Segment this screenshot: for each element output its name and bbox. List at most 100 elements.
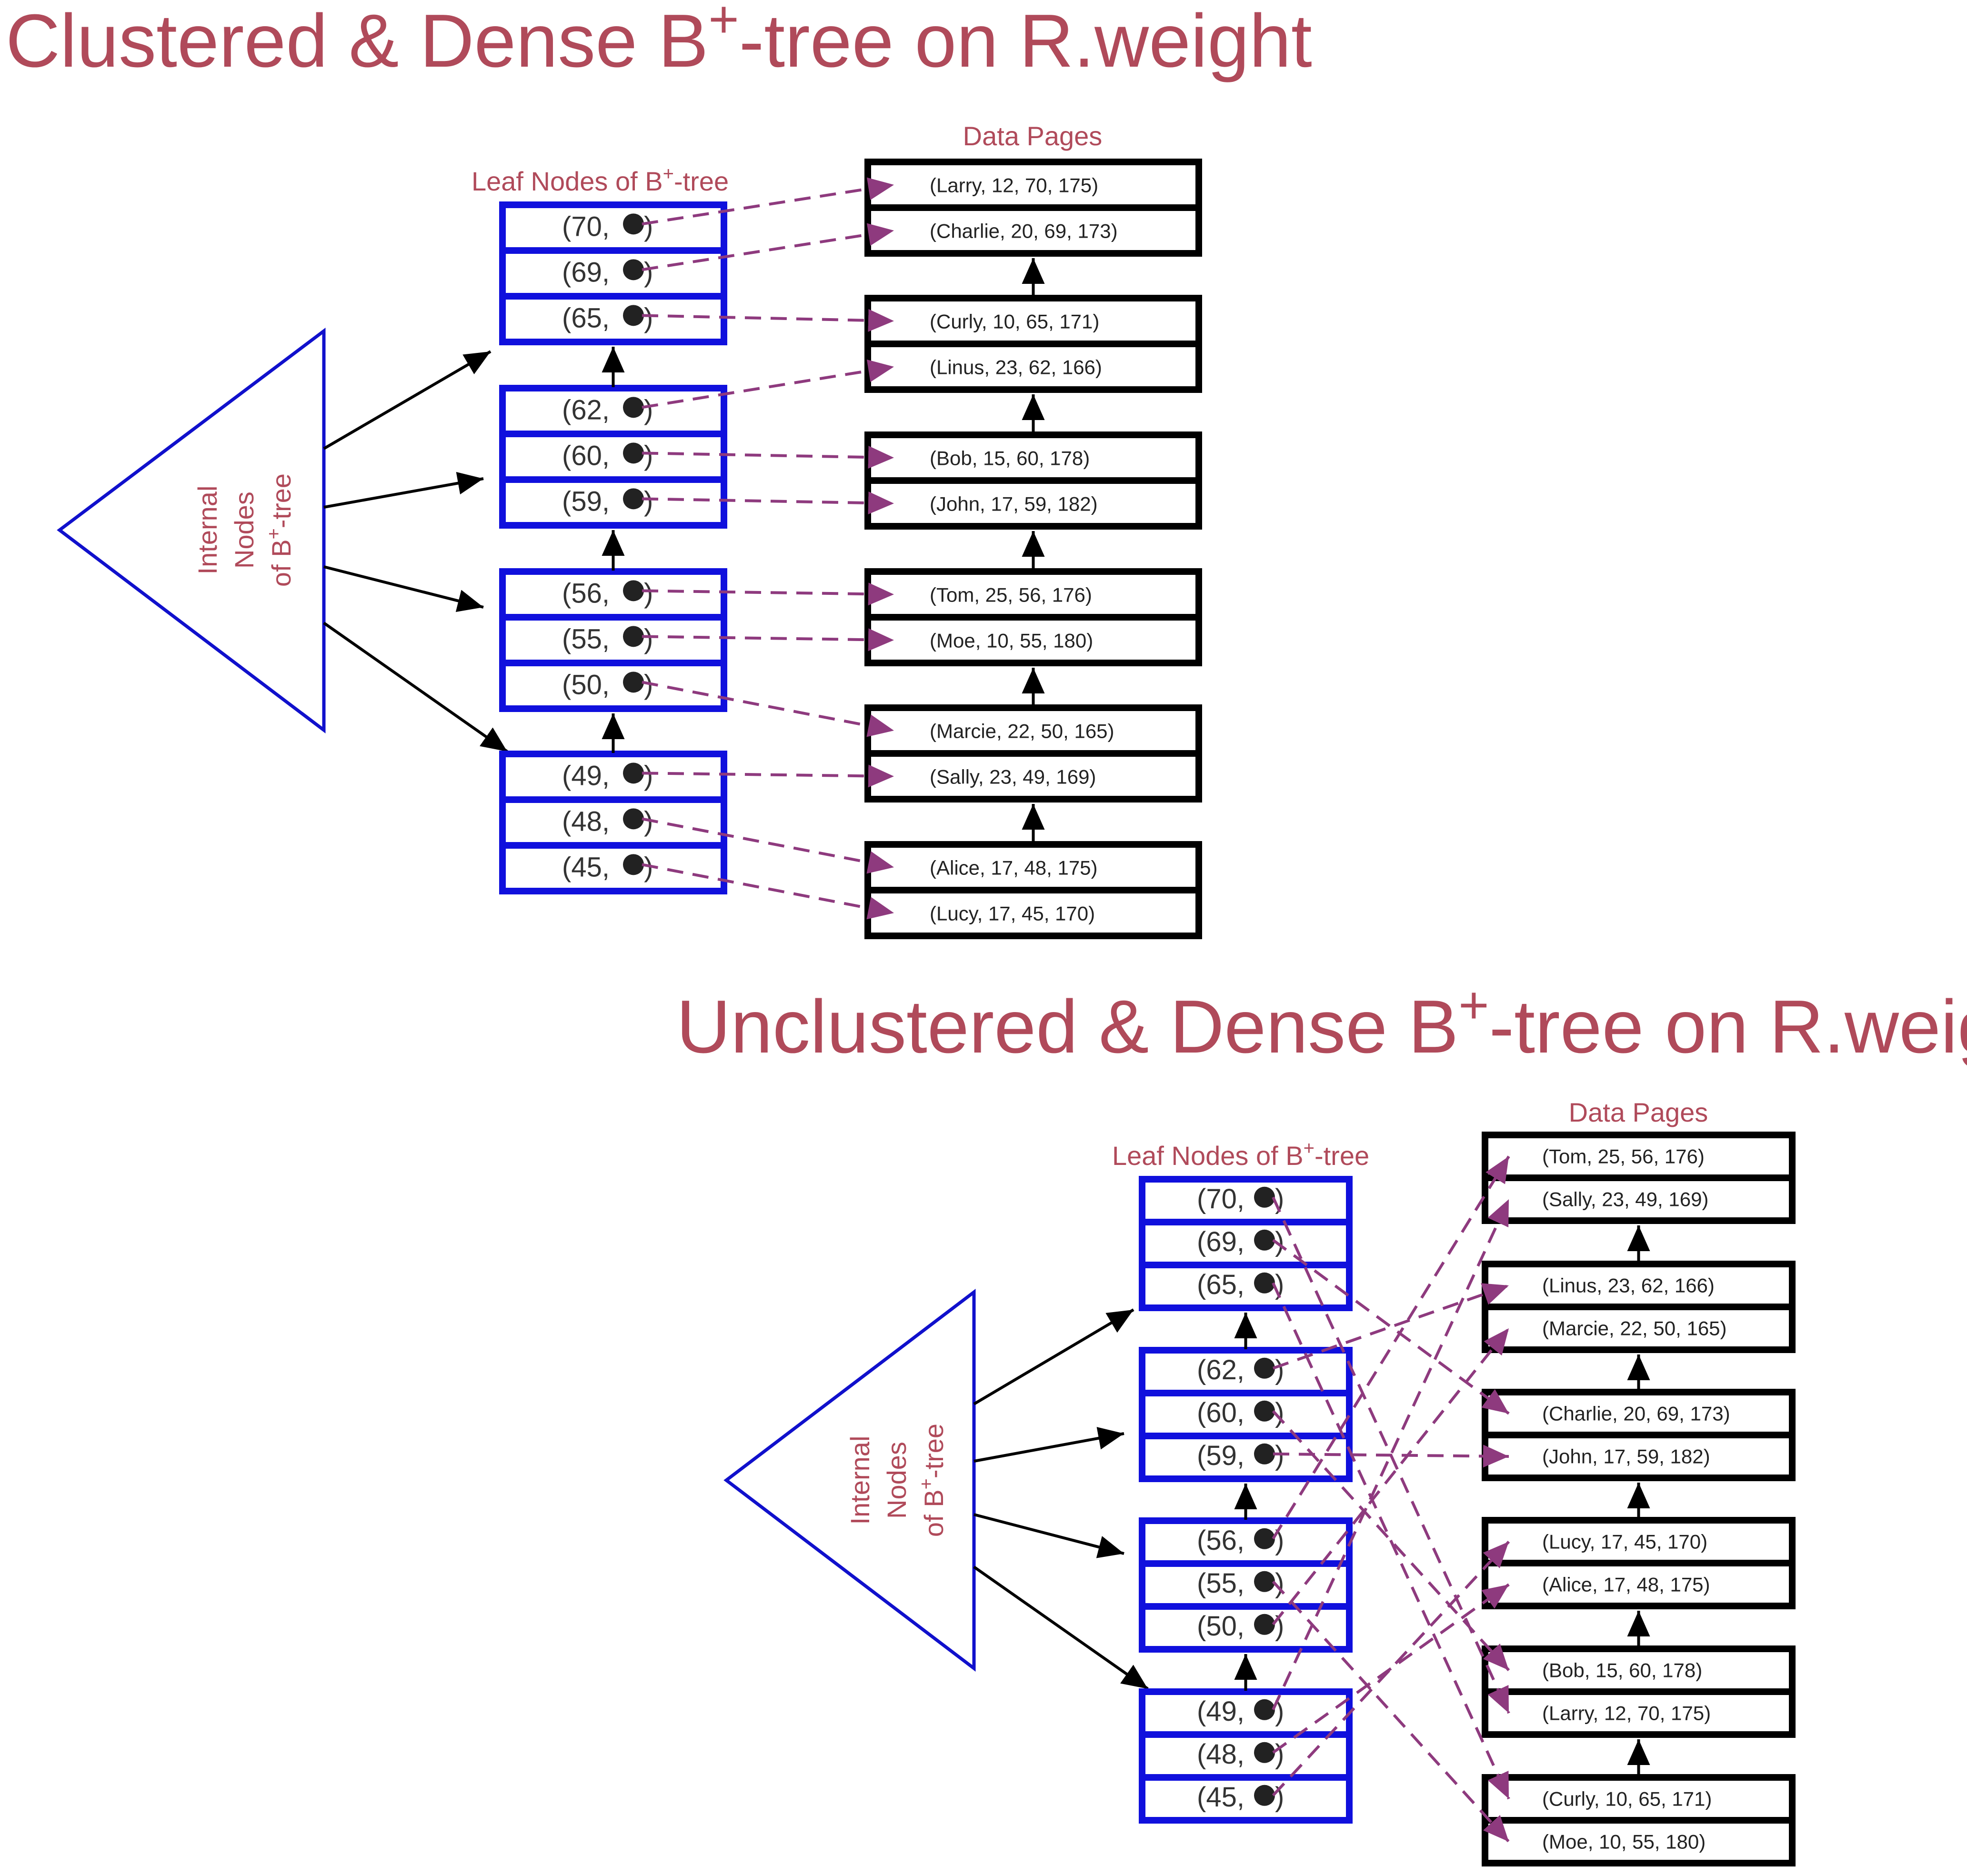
data-record-label: (Marcie, 22, 50, 165): [930, 720, 1114, 742]
leaf-entry: (65, ): [1139, 1262, 1353, 1311]
clustered-section: Clustered & Dense B+-tree on R.weight Le…: [6, 0, 1312, 939]
internal-to-leaf-arrow: [973, 1513, 1124, 1558]
data-record-label: (Curly, 10, 65, 171): [1542, 1787, 1712, 1810]
record-pointer-dot: [623, 397, 644, 418]
data-record-box: [864, 341, 1202, 393]
data-record-label: (Lucy, 17, 45, 170): [1542, 1530, 1707, 1553]
leaf-close-paren: ): [644, 486, 653, 517]
data-page: (Lucy, 17, 45, 170) (Alice, 17, 48, 175): [1482, 1517, 1796, 1609]
unclustered-internal-nodes-triangle: [723, 1288, 976, 1672]
data-record: (Sally, 23, 49, 169): [864, 750, 1202, 803]
record-pointer-dot: [623, 442, 644, 464]
record-pointer-dot: [1254, 1614, 1275, 1635]
leaf-entry: (65, ): [499, 293, 727, 345]
leaf-entry: (48, ): [1139, 1731, 1353, 1781]
leaf-key-label: (45,: [562, 852, 610, 883]
record-pointer-arrow: [642, 681, 894, 737]
data-record-box: [1482, 1645, 1796, 1695]
leaf-entry: (60, ): [1139, 1390, 1353, 1439]
record-pointer-dot: [623, 762, 644, 784]
data-record-label: (Curly, 10, 65, 171): [930, 310, 1099, 332]
record-pointer-arrow: [1272, 1196, 1510, 1714]
record-pointer-arrow: [642, 628, 894, 652]
data-record-box: [864, 477, 1202, 530]
leaf-entry-box: [1139, 1176, 1353, 1225]
leaf-entry-box: [499, 614, 727, 666]
record-pointer-arrow: [1272, 1540, 1510, 1796]
data-page: (Charlie, 20, 69, 173)(John, 17, 59, 182…: [1482, 1389, 1796, 1481]
data-record: (Bob, 15, 60, 178): [1482, 1645, 1796, 1695]
leaf-entry: (55, ): [1139, 1560, 1353, 1610]
leaf-entry: (62, ): [499, 385, 727, 437]
leaf-node: (62, )(60, )(59, ): [499, 385, 727, 529]
record-pointer-dot: [623, 672, 644, 693]
record-pointer-arrow: [642, 177, 894, 226]
record-pointer-arrow: [1272, 1239, 1510, 1415]
clustered-record-pointers: [642, 177, 894, 920]
leaf-key-label: (62,: [562, 394, 610, 425]
clustered-title: Clustered & Dense B+-tree on R.weight: [6, 0, 1312, 83]
internal-to-leaf-arrow: [323, 565, 484, 612]
data-record-box: [864, 159, 1202, 211]
data-record-label: (Linus, 23, 62, 166): [1542, 1274, 1715, 1296]
unclustered-leaf-caption: Leaf Nodes of B+-tree: [1112, 1138, 1369, 1171]
data-record-box: [864, 614, 1202, 666]
leaf-entry-box: [499, 247, 727, 300]
leaf-node: (56, )(55, )(50, ): [499, 568, 727, 712]
record-pointer-arrow: [642, 223, 894, 271]
leaf-entry-box: [1139, 1560, 1353, 1610]
data-record: (Tom, 25, 56, 176): [864, 568, 1202, 621]
leaf-entry: (70, ): [1139, 1176, 1353, 1225]
data-record: (Linus, 23, 62, 166): [1482, 1261, 1796, 1310]
data-record: (Lucy, 17, 45, 170): [1482, 1517, 1796, 1566]
leaf-key-label: (60,: [1197, 1397, 1244, 1428]
leaf-key-label: (62,: [1197, 1354, 1244, 1385]
leaf-close-paren: ): [644, 440, 653, 471]
data-record-label: (Lucy, 17, 45, 170): [930, 902, 1095, 924]
record-pointer-dot: [623, 626, 644, 647]
data-record: (Linus, 23, 62, 166): [864, 341, 1202, 393]
leaf-entry-box: [499, 476, 727, 529]
data-record-box: [1482, 1174, 1796, 1224]
unclustered-internal-arrows: [973, 1308, 1149, 1690]
clustered-leaf-caption: Leaf Nodes of B+-tree: [472, 163, 729, 196]
record-pointer-dot: [623, 305, 644, 326]
record-pointer-dot: [623, 854, 644, 875]
leaf-entry-box: [499, 568, 727, 621]
data-record-label: (John, 17, 59, 182): [1542, 1445, 1710, 1467]
data-page: (Marcie, 22, 50, 165) (Sally, 23, 49, 169…: [864, 704, 1202, 803]
leaf-key-label: (69,: [562, 257, 610, 288]
leaf-entry-box: [499, 660, 727, 712]
svg-text:Internal: Internal: [845, 1436, 875, 1525]
unclustered-title: Unclustered & Dense B+-tree on R.weight: [676, 976, 1967, 1069]
data-record-label: (John, 17, 59, 182): [930, 492, 1098, 515]
leaf-entry: (69, ): [499, 247, 727, 300]
data-page: (Bob, 15, 60, 178) (Larry, 12, 70, 175): [1482, 1645, 1796, 1738]
leaf-key-label: (65,: [562, 302, 610, 333]
svg-text:of B+-tree: of B+-tree: [263, 473, 296, 587]
leaf-entry: (49, ): [1139, 1688, 1353, 1738]
leaf-close-paren: ): [1275, 1440, 1284, 1471]
unclustered-sibling-links: [1234, 1225, 1650, 1776]
data-record: (Marcie, 22, 50, 165): [1482, 1304, 1796, 1353]
data-record-label: (Larry, 12, 70, 175): [1542, 1702, 1711, 1724]
record-pointer-dot: [1254, 1229, 1275, 1251]
leaf-key-label: (49,: [1197, 1696, 1244, 1727]
unclustered-section: Unclustered & Dense B+-tree on R.weight …: [676, 976, 1967, 1866]
record-pointer-dot: [1254, 1400, 1275, 1422]
data-record: (Alice, 17, 48, 175): [1482, 1560, 1796, 1609]
leaf-entry-box: [1139, 1688, 1353, 1738]
data-record: (Larry, 12, 70, 175): [1482, 1688, 1796, 1738]
data-record: (Curly, 10, 65, 171): [1482, 1774, 1796, 1824]
data-record: (Tom, 25, 56, 176): [1482, 1132, 1796, 1181]
record-pointer-dot: [623, 213, 644, 235]
leaf-key-label: (70,: [562, 211, 610, 242]
leaf-entry-box: [499, 201, 727, 254]
data-record-label: (Larry, 12, 70, 175): [930, 174, 1098, 196]
data-record: (Moe, 10, 55, 180): [1482, 1817, 1796, 1866]
record-pointer-dot: [1254, 1699, 1275, 1720]
leaf-entry-box: [1139, 1731, 1353, 1781]
data-record-label: (Marcie, 22, 50, 165): [1542, 1317, 1727, 1339]
internal-to-leaf-arrow: [973, 1308, 1134, 1405]
